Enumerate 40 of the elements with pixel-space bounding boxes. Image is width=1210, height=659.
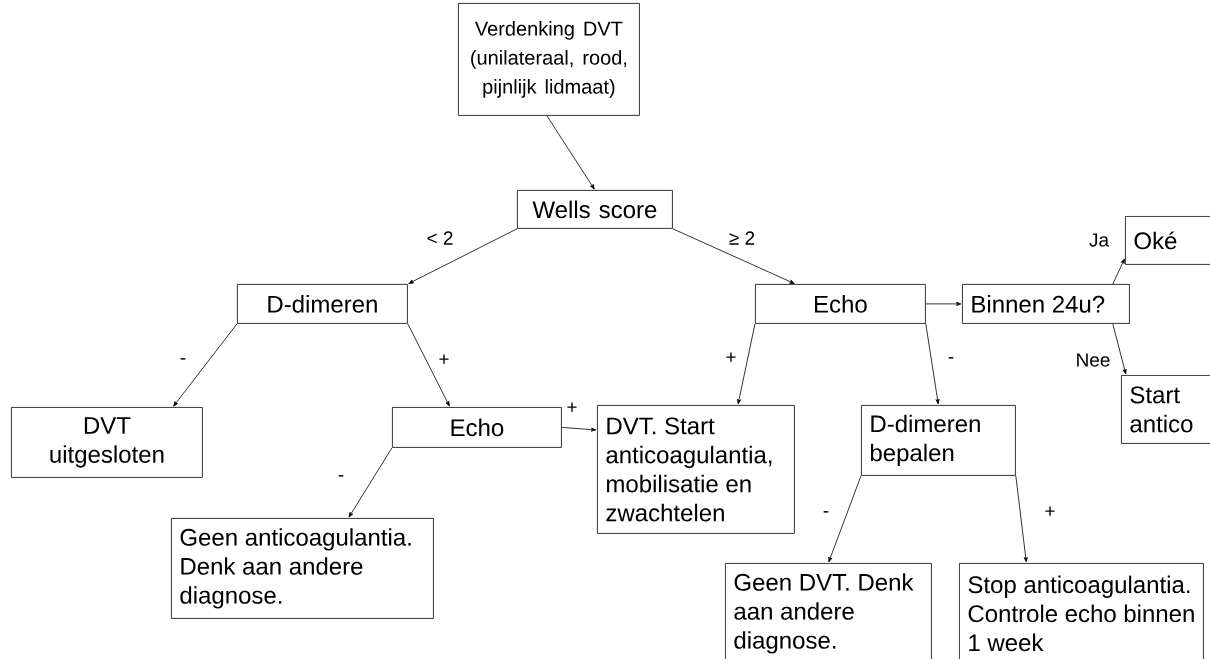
process-box: Echo xyxy=(392,407,562,448)
arrow xyxy=(348,447,393,518)
arrow xyxy=(737,323,756,405)
edge-label: Nee xyxy=(1074,352,1112,368)
process-box: Stop anticoagulantia. Controle echo binnen 1 week xyxy=(959,563,1204,659)
process-box: DVT. Start anticoagulantia, mobilisatie en zwachtelen xyxy=(597,405,795,534)
process-box: Binnen 24u? xyxy=(962,284,1130,324)
edge-label: Ja xyxy=(1088,232,1111,248)
process-box: DVT uitgesloten xyxy=(11,407,203,478)
arrow xyxy=(672,228,795,284)
arrow xyxy=(407,323,450,407)
arrow xyxy=(1112,258,1125,285)
arrow xyxy=(925,301,962,306)
arrow xyxy=(828,475,862,563)
process-box: Echo xyxy=(755,284,926,324)
process-box: Verdenking DVT (unilateraal, rood, pijnlijk lidmaat) xyxy=(458,3,640,116)
edge-label: - xyxy=(946,356,956,364)
edge-label: + xyxy=(437,353,451,367)
edge-label: - xyxy=(336,474,346,482)
arrow xyxy=(925,323,940,405)
process-box: D-dimeren xyxy=(237,284,408,324)
process-box: Oké xyxy=(1125,216,1210,265)
arrow xyxy=(561,427,597,432)
edge-label: + xyxy=(565,401,579,415)
process-box: Start antico xyxy=(1121,375,1210,444)
arrow xyxy=(173,323,238,407)
edge-label: ≥ 2 xyxy=(727,230,757,246)
edge-label: - xyxy=(178,357,188,365)
process-box: D-dimeren bepalen xyxy=(861,405,1016,476)
edge-label: < 2 xyxy=(425,230,455,246)
arrow xyxy=(546,115,595,190)
edge-label: + xyxy=(724,351,738,365)
arrow xyxy=(1015,475,1028,563)
edge-label: + xyxy=(1043,505,1057,519)
process-box: Geen anticoagulantia. Denk aan andere diagnose. xyxy=(171,518,434,619)
process-box: Geen DVT. Denk aan andere diagnose. xyxy=(725,563,932,659)
edge-label: - xyxy=(821,510,831,518)
arrow xyxy=(1112,323,1127,375)
process-box: Wells score xyxy=(517,190,673,229)
arrow xyxy=(408,228,518,284)
